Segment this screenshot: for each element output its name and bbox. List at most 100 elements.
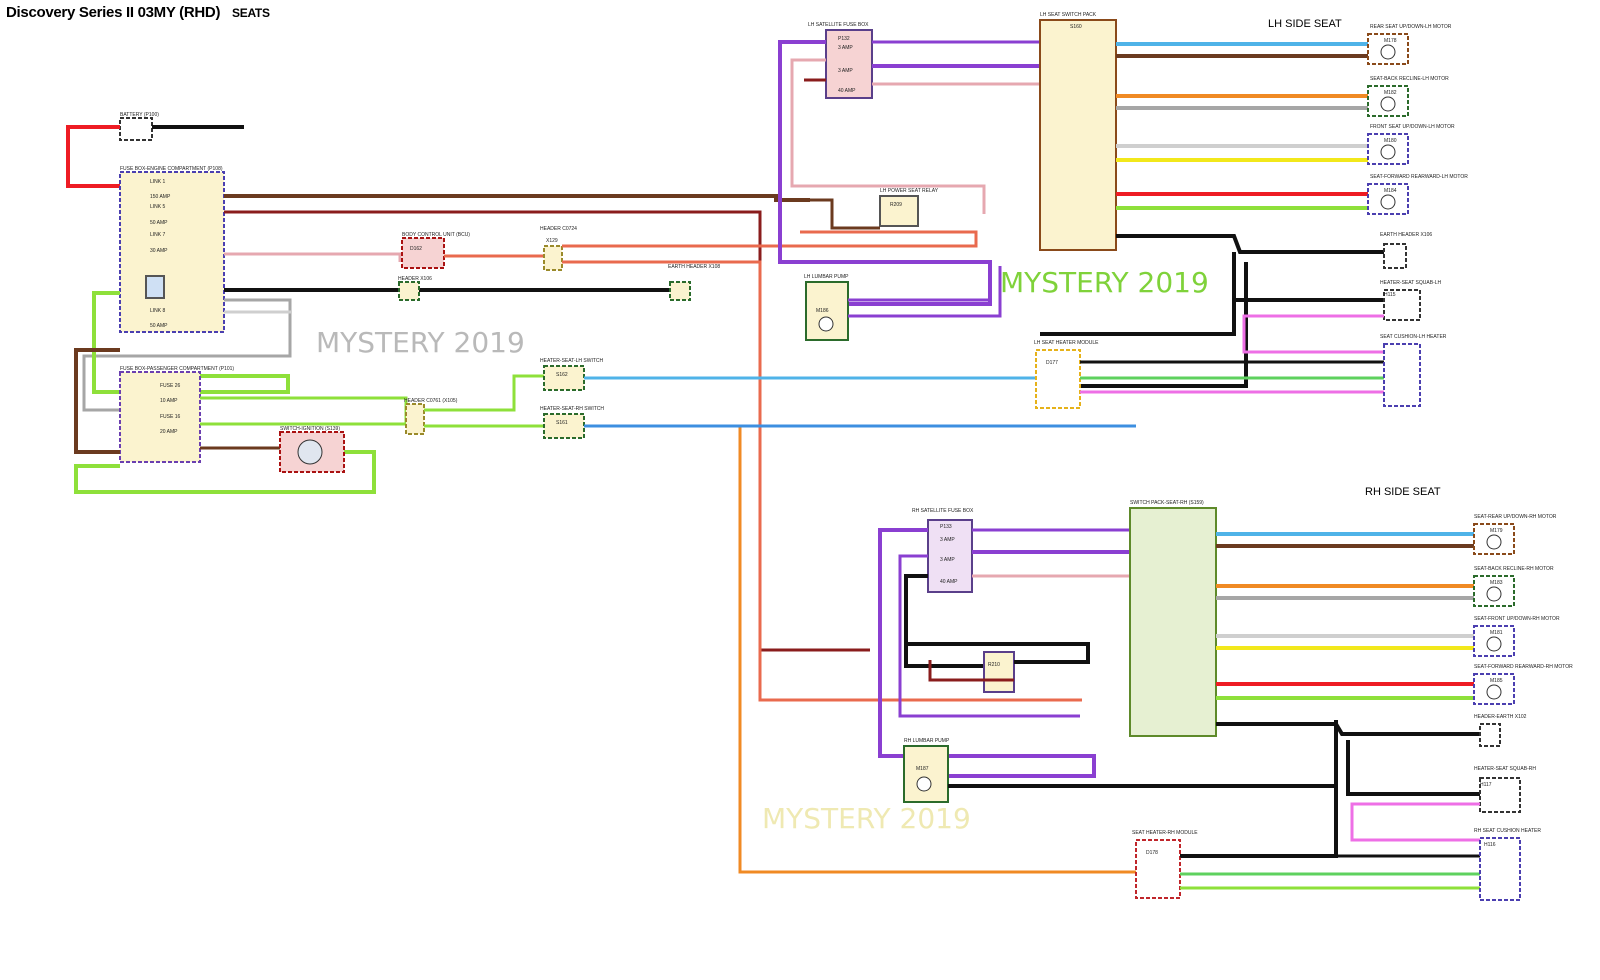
rh-forward-rearward-motor-label: SEAT-FORWARD REARWARD-RH MOTOR: [1474, 664, 1573, 670]
lh-heater-module: [1035, 349, 1081, 409]
link8-label: LINK 8: [150, 308, 166, 314]
lh-satellite-fusebox: [825, 29, 873, 99]
brown-main-wire: [224, 194, 810, 202]
rh-side-seat-label: RH SIDE SEAT: [1365, 486, 1441, 498]
link7-rating: 30 AMP: [150, 248, 168, 254]
heater-rh-switch: [543, 413, 585, 439]
passenger-fusebox: [119, 371, 201, 463]
rh-fuse2-rating: 40 AMP: [940, 579, 958, 585]
lh-relay-brown: [810, 198, 880, 230]
coral-long-wire: [562, 260, 1082, 702]
header-x105-label: HEADER C0761 (X105): [404, 398, 458, 404]
lh-recline-motor-label: SEAT-BACK RECLINE-LH MOTOR: [1370, 76, 1449, 82]
rh-front-updown-motor-symbol: [1486, 636, 1502, 652]
fuse26-label: FUSE 26: [160, 383, 181, 389]
rh-fuse4-rating: 3 AMP: [940, 537, 955, 543]
watermark-1: MYSTERY 2019: [316, 326, 525, 359]
rh-rear-updown-motor-symbol: [1486, 534, 1502, 550]
rh-black-loop: [904, 574, 984, 668]
rh-recline-motor-code: M183: [1490, 580, 1503, 586]
lime-switch-wire: [424, 374, 544, 412]
lh-lumbar-purple-2: [848, 266, 1002, 318]
fuse16-rating: 20 AMP: [160, 429, 178, 435]
rh-magenta-loop: [1350, 802, 1480, 842]
lh-fuse2-rating: 40 AMP: [838, 88, 856, 94]
lh-earth-header-label: EARTH HEADER X106: [1380, 232, 1432, 238]
ignition-label: SWITCH-IGNITION (S139): [280, 426, 340, 432]
lh-forward-rearward-motor-symbol: [1380, 194, 1396, 210]
link5-rating: 50 AMP: [150, 220, 168, 226]
watermark-2: MYSTERY 2019: [1000, 266, 1209, 299]
lh-heater-code: D177: [1046, 360, 1058, 366]
header-x129-label: HEADER C0724: [540, 226, 577, 232]
lh-side-seat-label: LH SIDE SEAT: [1268, 18, 1342, 30]
fuse26-rating: 10 AMP: [160, 398, 178, 404]
rh-sat-label: RH SATELLITE FUSE BOX: [912, 508, 974, 514]
ignition-barrel: [297, 439, 323, 465]
lh-front-updown-motor-label: FRONT SEAT UP/DOWN-LH MOTOR: [1370, 124, 1455, 130]
lime-header-wire: [200, 396, 408, 426]
rh-squab-label: HEATER-SEAT SQUAB-RH: [1474, 766, 1536, 772]
engine-fusebox: [119, 171, 225, 333]
rh-heater-module-label: SEAT HEATER-RH MODULE: [1132, 830, 1198, 836]
engine-fusebox-label: FUSE BOX-ENGINE COMPARTMENT (P108): [120, 166, 223, 172]
lh-fuse4-rating: 3 AMP: [838, 45, 853, 51]
rh-earth-black-wire: [1216, 722, 1480, 736]
lh-cushion-label: SEAT CUSHION-LH HEATER: [1380, 334, 1447, 340]
pink-bcu-wire: [224, 252, 402, 262]
heater-lh-code: S162: [556, 372, 568, 378]
lh-switch-pack: [1039, 19, 1117, 251]
lh-magenta-loop: [1242, 314, 1384, 354]
rh-fuse1-rating: 3 AMP: [940, 557, 955, 563]
lh-black-heater: [1080, 262, 1248, 388]
lh-rear-updown-motor-symbol: [1380, 44, 1396, 60]
bcu-label: BODY CONTROL UNIT (BCU): [402, 232, 470, 238]
lh-purple-loop: [778, 40, 992, 306]
rh-relay-darkred: [928, 660, 1014, 682]
rh-power-relay: [983, 651, 1015, 693]
rh-purple-inner: [898, 554, 1080, 718]
rh-black-squab: [1346, 740, 1480, 796]
brown-loop-wire: [74, 348, 120, 454]
bcu-code: D162: [410, 246, 422, 252]
lh-pink-loop: [790, 58, 986, 214]
rh-satellite-fusebox: [927, 519, 973, 593]
lh-lumbar-code: M186: [816, 308, 829, 314]
rh-switch-pack-label: SWITCH PACK-SEAT-RH (S159): [1130, 500, 1204, 506]
lh-power-relay: [879, 195, 919, 227]
rh-heater-module: [1135, 839, 1181, 899]
rh-recline-motor-label: SEAT-BACK RECLINE-RH MOTOR: [1474, 566, 1554, 572]
diagram-title: Discovery Series II 03MY (RHD) SEATS: [6, 4, 270, 21]
heater-rh-code: S161: [556, 420, 568, 426]
link5-label: LINK 5: [150, 204, 166, 210]
relay-inside-fusebox: [145, 275, 165, 299]
rh-forward-rearward-motor-symbol: [1486, 684, 1502, 700]
lh-relay-code: R209: [890, 202, 902, 208]
lh-forward-rearward-motor-label: SEAT-FORWARD REARWARD-LH MOTOR: [1370, 174, 1468, 180]
rh-relay-code: R210: [988, 662, 1000, 668]
rh-black-drop: [1180, 734, 1338, 858]
lh-lumbar-motor: [818, 316, 834, 332]
header-x129-code: X129: [546, 238, 558, 244]
lh-rear-updown-motor-label: REAR SEAT UP/DOWN-LH MOTOR: [1370, 24, 1452, 30]
lh-recline-motor-symbol: [1380, 96, 1396, 112]
rh-heater-code: D178: [1146, 850, 1158, 856]
lh-squab-code: H115: [1384, 292, 1396, 298]
rh-forward-rearward-motor-code: M185: [1490, 678, 1503, 684]
lh-switch-pack-label: LH SEAT SWITCH PACK: [1040, 12, 1097, 18]
rh-lumbar-pump: [903, 745, 949, 803]
rh-recline-motor-symbol: [1486, 586, 1502, 602]
lh-relay-label: LH POWER SEAT RELAY: [880, 188, 939, 194]
rh-front-updown-motor-code: M181: [1490, 630, 1503, 636]
rh-cushion-label: RH SEAT CUSHION HEATER: [1474, 828, 1541, 834]
link8-rating: 50 AMP: [150, 323, 168, 329]
rh-squab-code: H117: [1480, 782, 1492, 788]
fuse16-label: FUSE 16: [160, 414, 181, 420]
header-x129: [543, 245, 563, 271]
rh-rear-updown-motor-code: M179: [1490, 528, 1503, 534]
lh-squab-label: HEATER-SEAT SQUAB-LH: [1380, 280, 1442, 286]
link7-label: LINK 7: [150, 232, 166, 238]
earth-x108-label: EARTH HEADER X108: [668, 264, 720, 270]
lh-sat-code: P132: [838, 36, 850, 42]
